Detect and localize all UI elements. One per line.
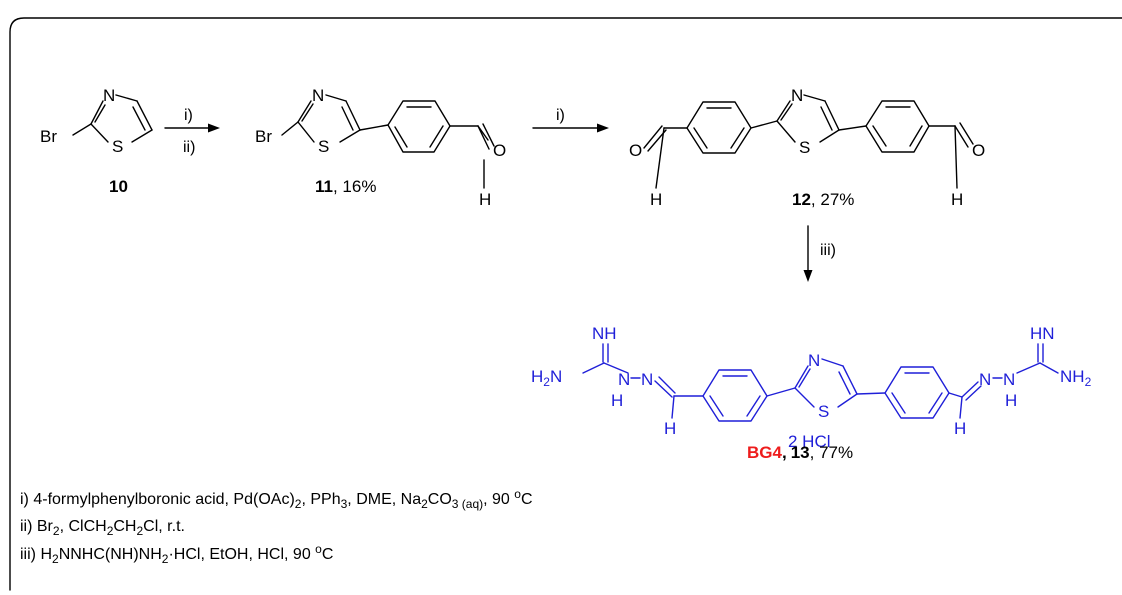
c13-n2-atom: N <box>641 370 653 389</box>
c12-s-atom: S <box>799 138 810 157</box>
c13-h-ch-left: H <box>664 419 676 438</box>
c12-h2-atom: H <box>951 190 963 209</box>
c13-hn-right: HN <box>1030 324 1055 343</box>
arrow2-reagent-i: i) <box>556 107 565 124</box>
c13-n-thiazole: N <box>808 351 820 370</box>
c11-number: 11 <box>315 177 333 196</box>
arrow-step-1: i) ii) <box>164 107 220 156</box>
compound-13: NH H2N N H N H N S 2 HCl <box>531 324 1092 462</box>
c11-h-atom: H <box>479 190 491 209</box>
condition-ii: ii) Br2, ClCH2CH2Cl, r.t. <box>20 518 185 538</box>
c13-h-nh-left: H <box>611 391 623 410</box>
scheme-frame <box>9 17 1122 591</box>
c13-n3-atom: N <box>979 370 991 389</box>
c13-code: BG4 <box>747 443 783 462</box>
c11-s-atom: S <box>318 137 329 156</box>
compound-12: O H N S O H 12, 27% <box>629 86 985 209</box>
c11-n-atom: N <box>312 86 324 105</box>
c13-nh2-right: NH2 <box>1060 367 1092 389</box>
c13-s-thiazole: S <box>818 402 829 421</box>
c10-number: 10 <box>109 177 128 196</box>
arrow-step-2: i) <box>532 107 609 133</box>
compound-10: Br N S 10 <box>40 86 153 196</box>
c13-number: 13 <box>791 443 810 462</box>
c10-br-atom: Br <box>40 127 57 146</box>
arrow1-reagent-i: i) <box>184 107 193 124</box>
arrow-step-3: iii) <box>803 225 836 282</box>
c12-o1-atom: O <box>629 141 642 160</box>
arrow1-reagent-ii: ii) <box>183 139 195 156</box>
c13-h-ch-right: H <box>954 419 966 438</box>
compound-11: Br N S O H 11, 16% <box>255 86 506 209</box>
c13-h2n-left: H2N <box>531 367 562 389</box>
reaction-conditions: i) 4-formylphenylboronic acid, Pd(OAc)2,… <box>20 487 533 566</box>
arrow3-reagent-iii: iii) <box>820 242 836 259</box>
c13-h-nh-right: H <box>1005 391 1017 410</box>
c13-label: BG4,13, 77% <box>747 443 853 462</box>
condition-i: i) 4-formylphenylboronic acid, Pd(OAc)2,… <box>20 487 533 511</box>
c11-br-atom: Br <box>255 127 272 146</box>
condition-iii: iii) H2NNHC(NH)NH2·HCl, EtOH, HCl, 90 oC <box>20 542 333 566</box>
c12-h1-atom: H <box>650 190 662 209</box>
c12-label: 12, 27% <box>792 190 854 209</box>
c11-o-atom: O <box>493 141 506 160</box>
c11-yield: , 16% <box>333 177 376 196</box>
c13-n4-atom: N <box>1003 370 1015 389</box>
c12-number: 12 <box>792 190 811 209</box>
c13-n1-atom: N <box>618 370 630 389</box>
c12-n-atom: N <box>791 86 803 105</box>
c13-salt: 2 HCl <box>788 432 831 451</box>
c11-label: 11, 16% <box>315 177 376 196</box>
c12-o2-atom: O <box>972 141 985 160</box>
c10-s-atom: S <box>112 137 123 156</box>
c13-nh-left: NH <box>592 324 617 343</box>
c10-n-atom: N <box>103 86 115 105</box>
c12-yield: , 27% <box>811 190 854 209</box>
c13-yield: , 77% <box>810 443 853 462</box>
